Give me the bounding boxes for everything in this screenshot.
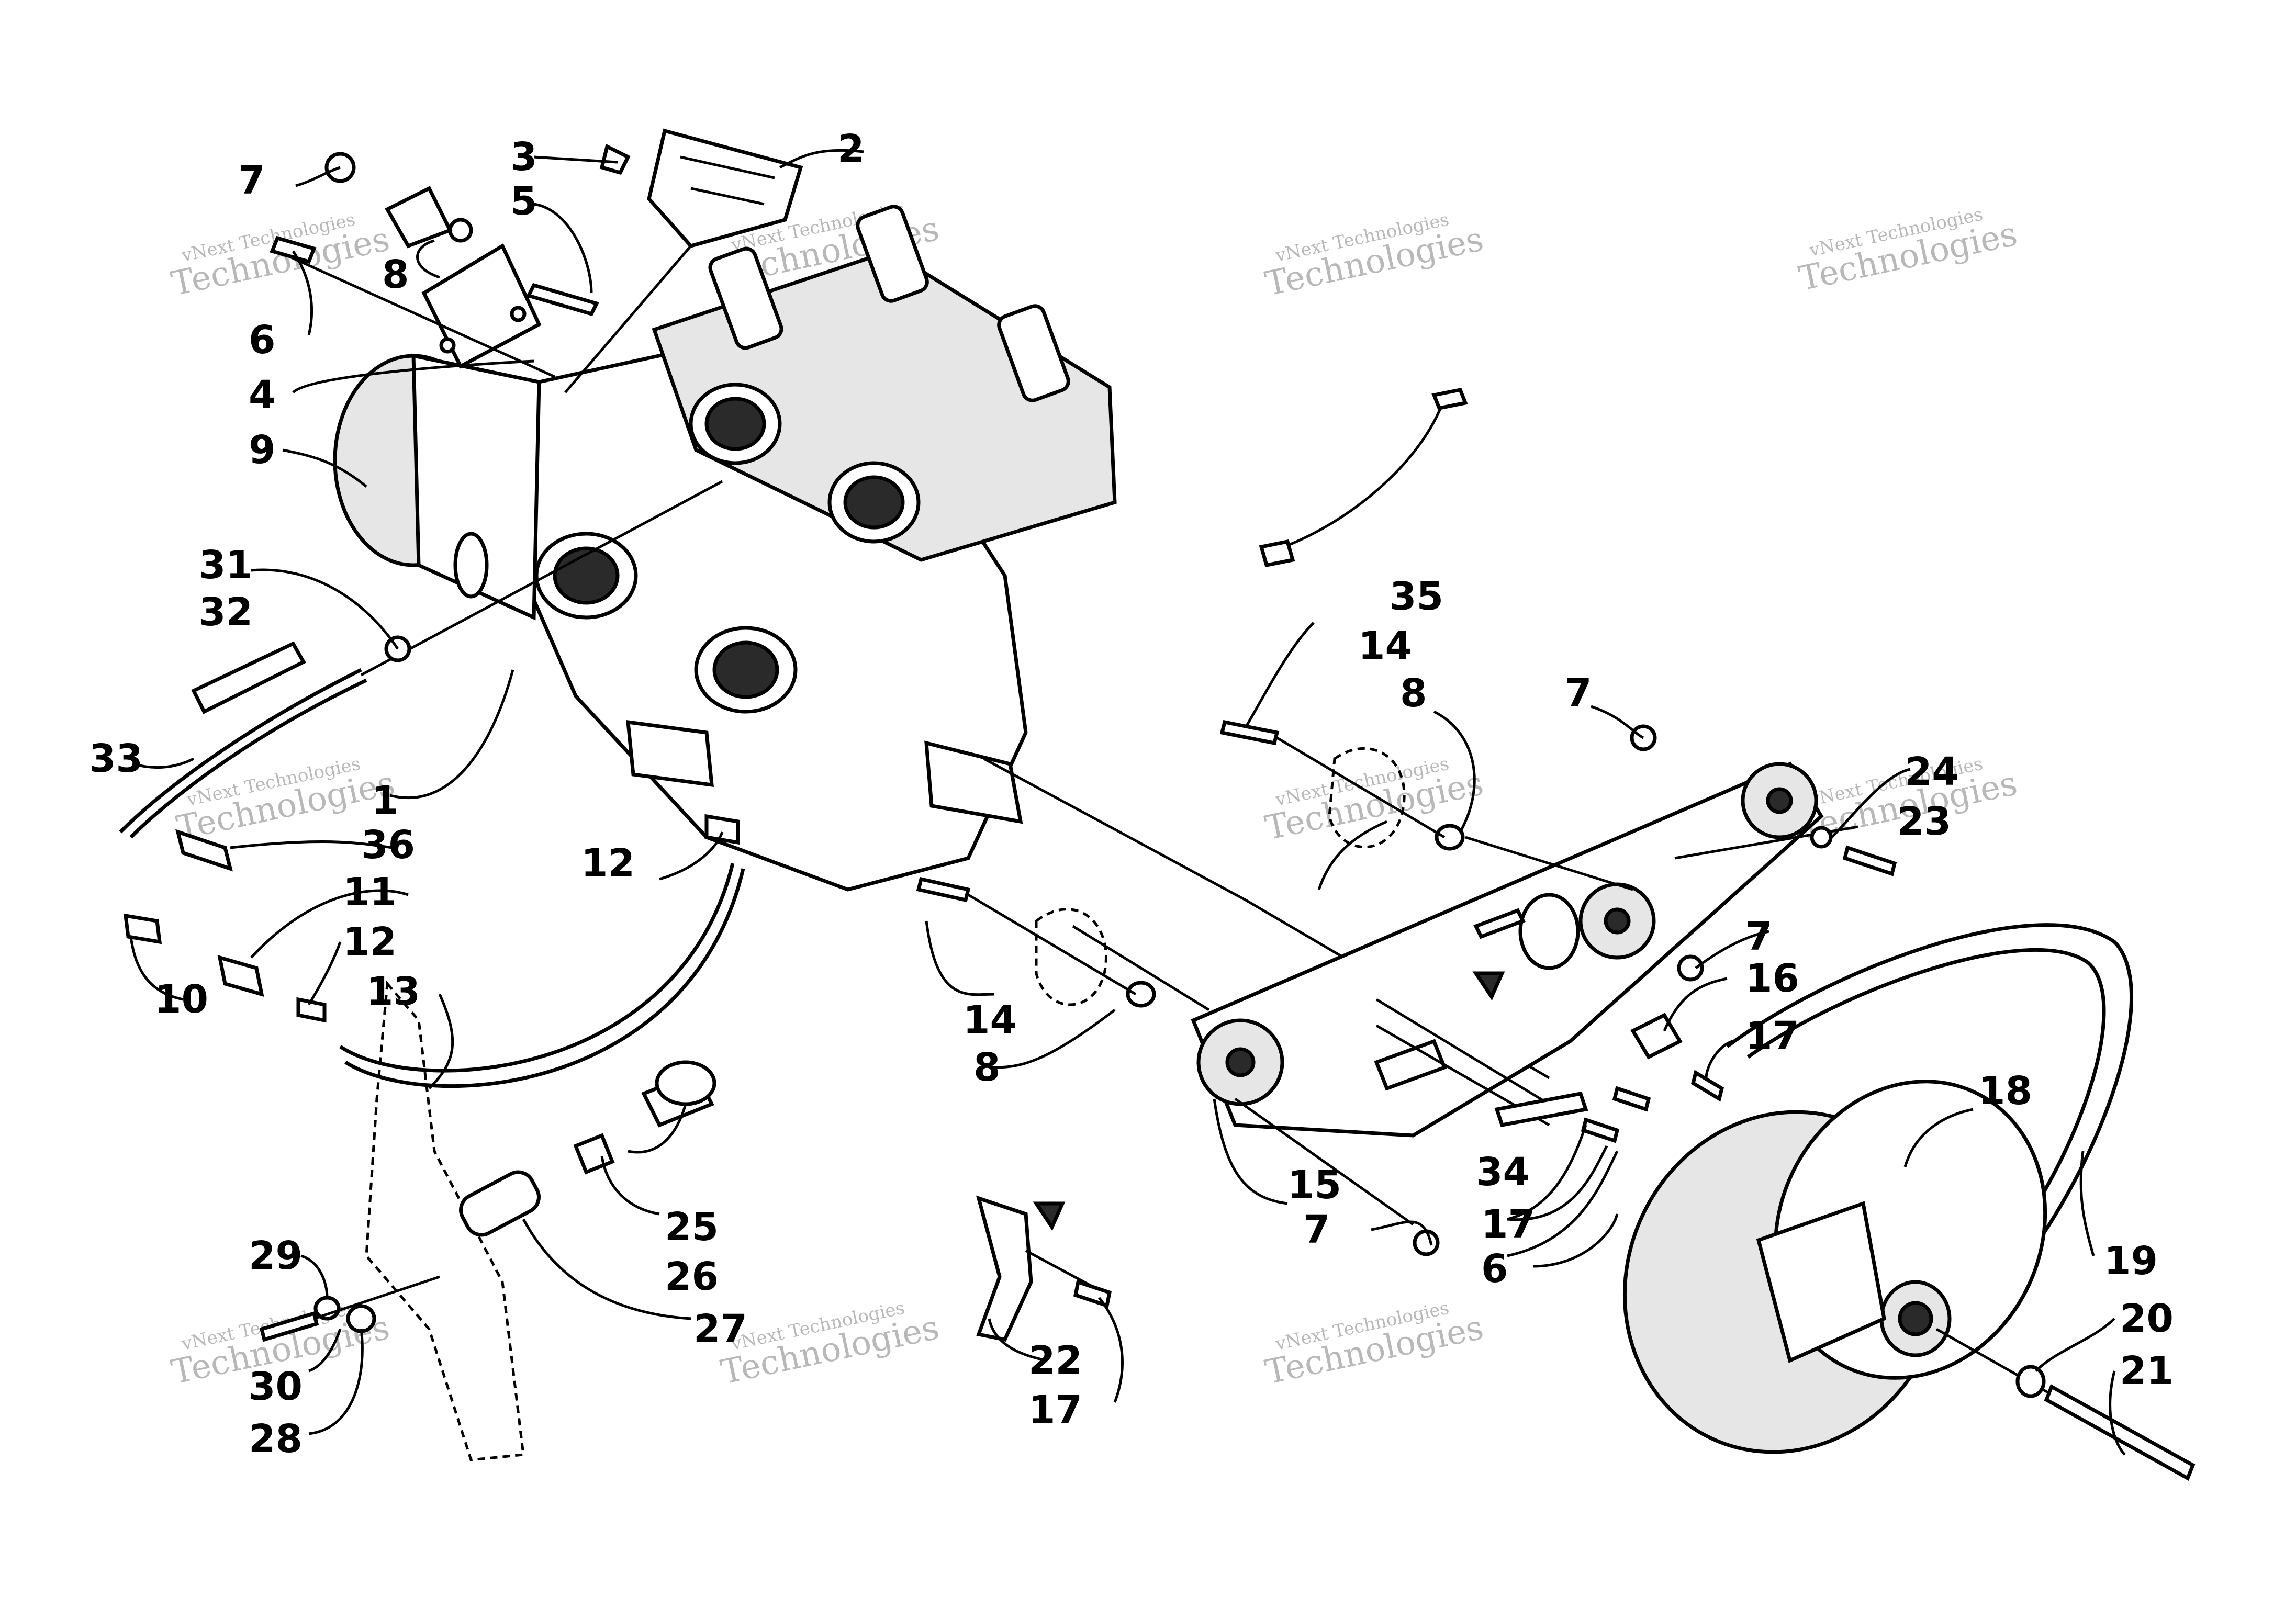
callout-9: 9 <box>249 428 276 473</box>
callout-8: 8 <box>973 1045 1001 1090</box>
watermark: vNext Technologies Technologies <box>1262 1297 1487 1392</box>
parts <box>119 128 2196 1481</box>
callout-15: 15 <box>1287 1163 1341 1208</box>
callout-7: 7 <box>238 158 265 203</box>
callout-3: 3 <box>510 134 537 179</box>
drive-clutch-part <box>1622 923 2196 1481</box>
callout-17: 17 <box>1745 1014 1799 1059</box>
fuel-line-parts <box>119 480 745 1088</box>
callout-8: 8 <box>1400 671 1427 716</box>
bracket-part <box>976 1195 1112 1342</box>
engine-plate-part <box>1072 761 1858 1226</box>
callout-14: 14 <box>963 998 1017 1043</box>
arrow-marker <box>1472 971 1505 1001</box>
callouts: 1 2 3 4 5 6 6 7 7 7 7 8 8 8 9 10 11 12 1… <box>89 127 2174 1461</box>
callout-11: 11 <box>343 870 397 915</box>
callout-23: 23 <box>1897 799 1951 844</box>
callout-36: 36 <box>361 823 415 868</box>
watermark: vNext Technologies Technologies <box>1796 204 2021 298</box>
callout-5: 5 <box>510 179 537 224</box>
leader-lines <box>129 149 2126 1456</box>
callout-19: 19 <box>2104 1239 2158 1284</box>
callout-32: 32 <box>199 590 253 635</box>
callout-33: 33 <box>89 736 143 781</box>
callout-17: 17 <box>1481 1202 1535 1247</box>
callout-28: 28 <box>249 1416 303 1461</box>
callout-1: 1 <box>372 778 399 823</box>
callout-24: 24 <box>1905 749 1959 794</box>
callout-4: 4 <box>249 373 276 418</box>
callout-6: 6 <box>1481 1246 1508 1291</box>
ground-strap-part <box>1259 387 1468 568</box>
callout-7: 7 <box>1745 914 1773 959</box>
callout-6: 6 <box>249 318 276 363</box>
watermark: vNext Technologies Technologies <box>718 1297 943 1392</box>
callout-30: 30 <box>249 1364 303 1409</box>
callout-16: 16 <box>1745 956 1799 1001</box>
callout-26: 26 <box>665 1254 719 1299</box>
callout-14: 14 <box>1358 624 1412 669</box>
arrow-marker <box>1033 1201 1066 1231</box>
callout-12: 12 <box>581 841 635 886</box>
callout-7: 7 <box>1565 671 1592 716</box>
callout-13: 13 <box>366 969 420 1014</box>
callout-25: 25 <box>665 1205 719 1250</box>
callout-29: 29 <box>249 1233 303 1278</box>
callout-2: 2 <box>837 127 865 172</box>
lower-bracket-parts <box>259 980 716 1461</box>
callout-20: 20 <box>2120 1296 2174 1341</box>
callout-8: 8 <box>382 252 409 297</box>
callout-22: 22 <box>1028 1338 1082 1383</box>
watermark: vNext Technologies Technologies <box>1262 209 1487 303</box>
callout-17: 17 <box>1028 1388 1082 1433</box>
callout-35: 35 <box>1390 574 1443 619</box>
recoil-starter-part <box>333 353 541 621</box>
callout-18: 18 <box>1978 1069 2032 1114</box>
front-mount-bracket-part <box>270 152 600 378</box>
callout-10: 10 <box>154 977 208 1022</box>
plate-hardware-parts <box>916 719 1897 1256</box>
callout-21: 21 <box>2120 1348 2174 1393</box>
callout-7: 7 <box>1303 1207 1330 1252</box>
callout-31: 31 <box>199 543 253 588</box>
callout-34: 34 <box>1476 1150 1530 1195</box>
callout-12: 12 <box>343 919 397 964</box>
callout-27: 27 <box>693 1307 747 1352</box>
